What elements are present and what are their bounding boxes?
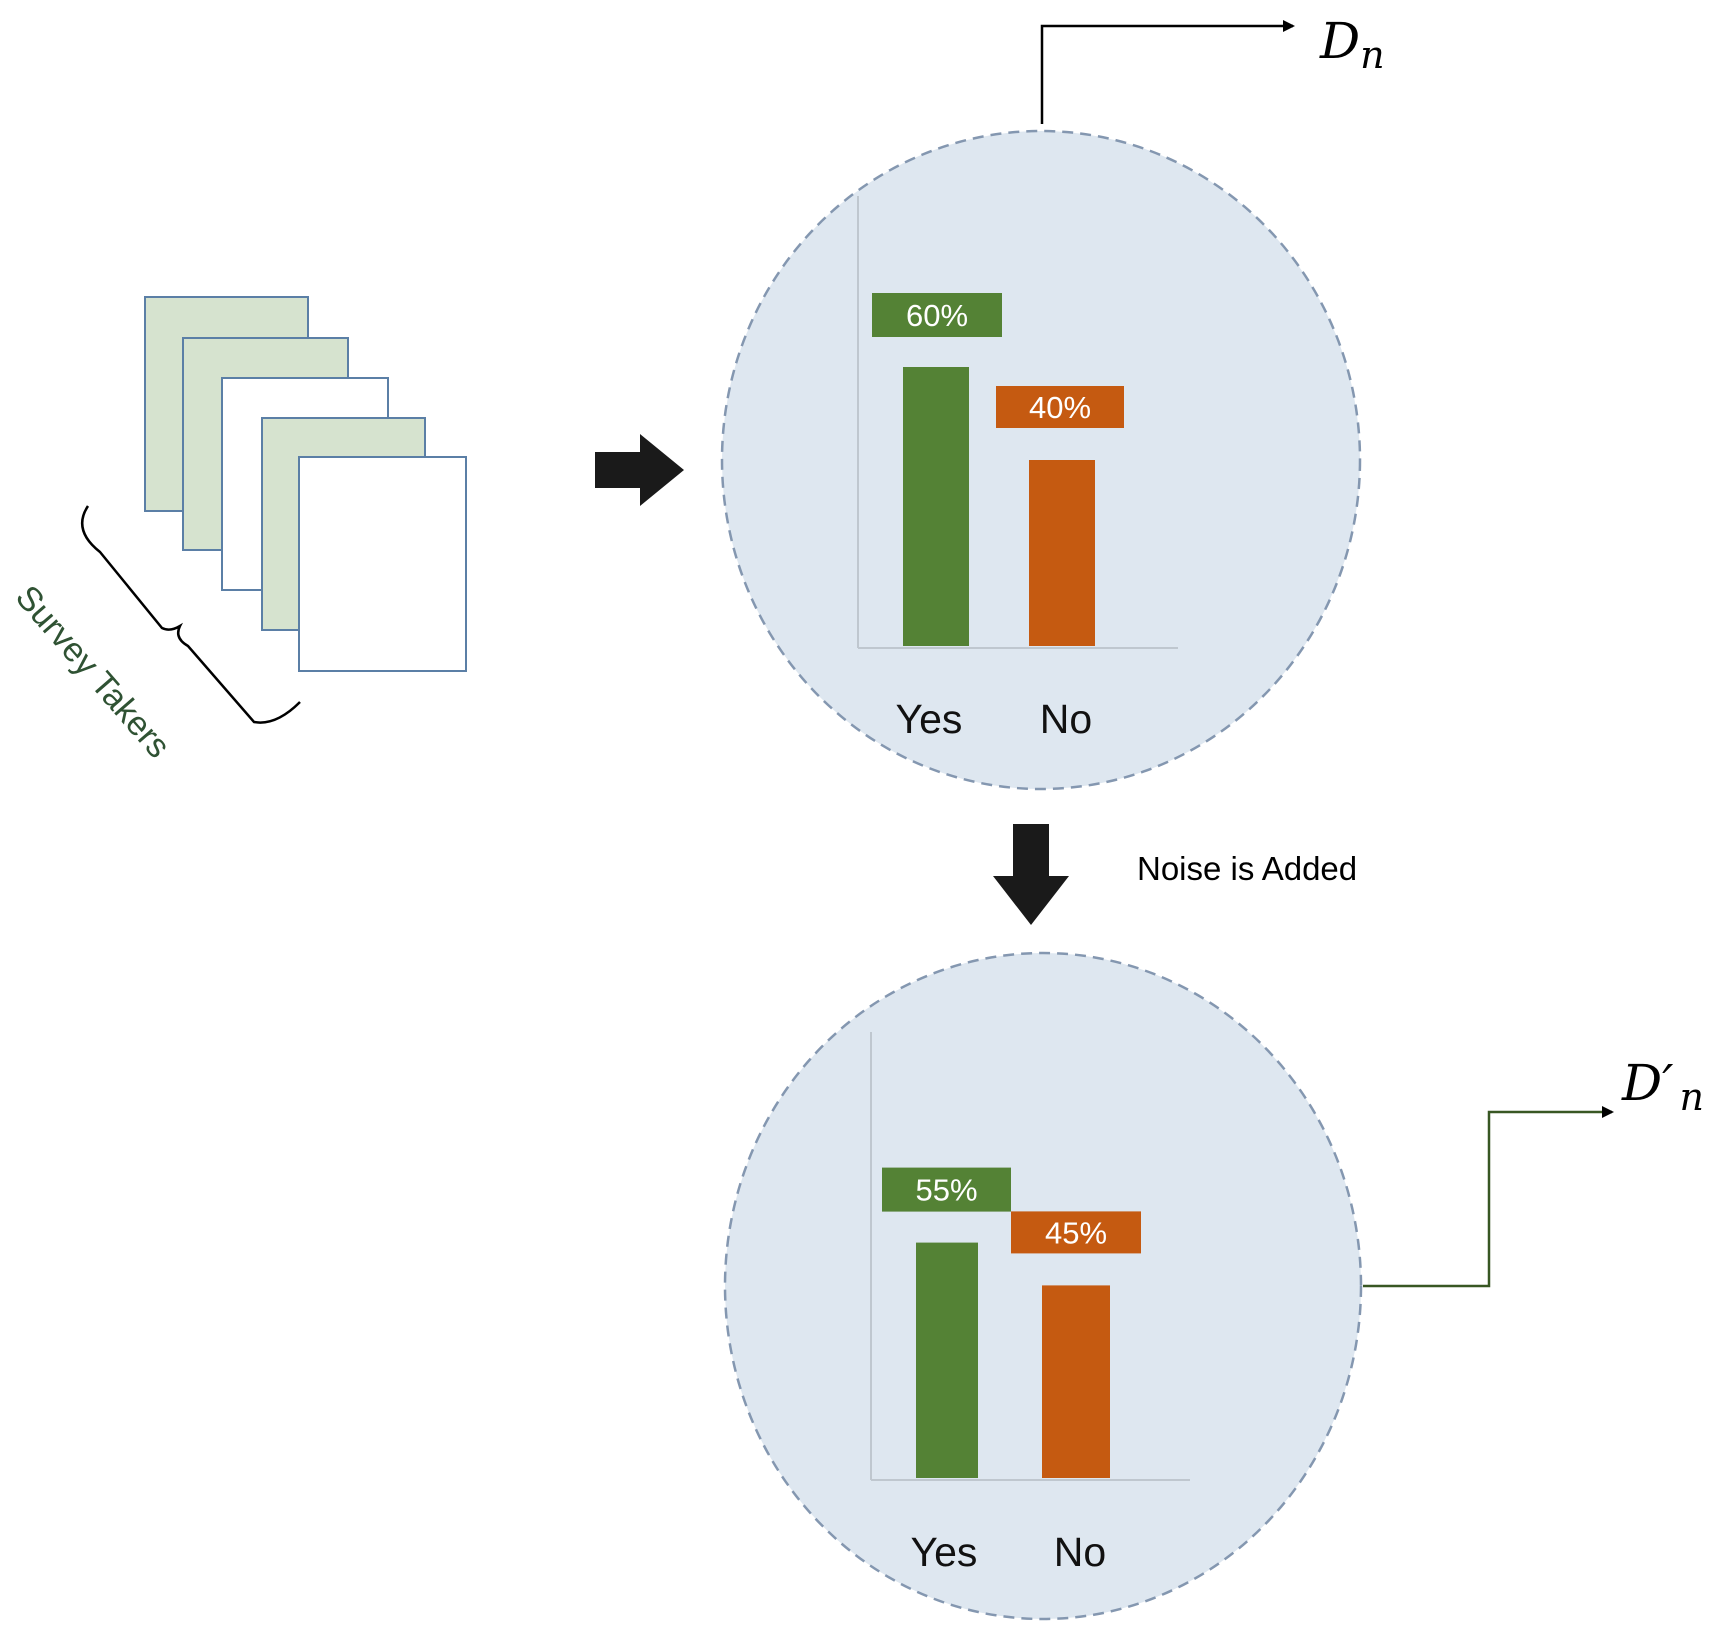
original-data-label-box-yes bbox=[872, 293, 1002, 337]
arrow-right-icon bbox=[595, 434, 684, 506]
noisy-data-label-yes: 55% bbox=[915, 1173, 977, 1208]
noisy-data-label-no: 45% bbox=[1045, 1215, 1107, 1250]
top-bar-chart: 60% Yes 40% No bbox=[872, 293, 1124, 742]
original-category-label-yes: Yes bbox=[896, 696, 963, 742]
noisy-bar-no bbox=[1042, 1285, 1110, 1478]
noisy-output-symbol: D′ bbox=[1621, 1054, 1674, 1112]
original-output-symbol: D bbox=[1319, 12, 1360, 70]
noisy-distribution-circle: 55% Yes 45% No bbox=[723, 951, 1363, 1621]
survey-brace bbox=[80, 505, 301, 724]
survey-takers-label: Survey Takers bbox=[8, 578, 178, 765]
noisy-bar-yes bbox=[916, 1242, 978, 1478]
original-bar-yes bbox=[903, 367, 969, 646]
noisy-output-connector bbox=[1363, 1106, 1614, 1288]
original-bar-no bbox=[1029, 460, 1095, 646]
noisy-data-label-box-no bbox=[1011, 1211, 1141, 1254]
arrow-down-icon bbox=[993, 824, 1069, 925]
original-category-label-no: No bbox=[1040, 696, 1092, 742]
noisy-category-label-no: No bbox=[1054, 1529, 1106, 1575]
survey-page-5 bbox=[298, 456, 467, 672]
original-distribution-circle: 60% Yes 40% No bbox=[720, 129, 1362, 791]
original-output-subscript: n bbox=[1360, 33, 1384, 77]
noisy-category-label-yes: Yes bbox=[911, 1529, 978, 1575]
original-data-label-no: 40% bbox=[1029, 390, 1091, 425]
document-stack-icon bbox=[144, 296, 467, 672]
bottom-bar-chart: 55% Yes 45% No bbox=[882, 1167, 1141, 1575]
original-output-connector bbox=[1040, 20, 1295, 124]
original-data-label-box-no bbox=[996, 386, 1124, 428]
noisy-output-label: D′n bbox=[1621, 1054, 1704, 1119]
original-output-label: Dn bbox=[1319, 12, 1385, 77]
noise-added-label: Noise is Added bbox=[1137, 850, 1357, 887]
original-data-label-yes: 60% bbox=[906, 298, 968, 333]
noisy-output-subscript: n bbox=[1679, 1075, 1703, 1119]
noisy-data-label-box-yes bbox=[882, 1167, 1011, 1212]
